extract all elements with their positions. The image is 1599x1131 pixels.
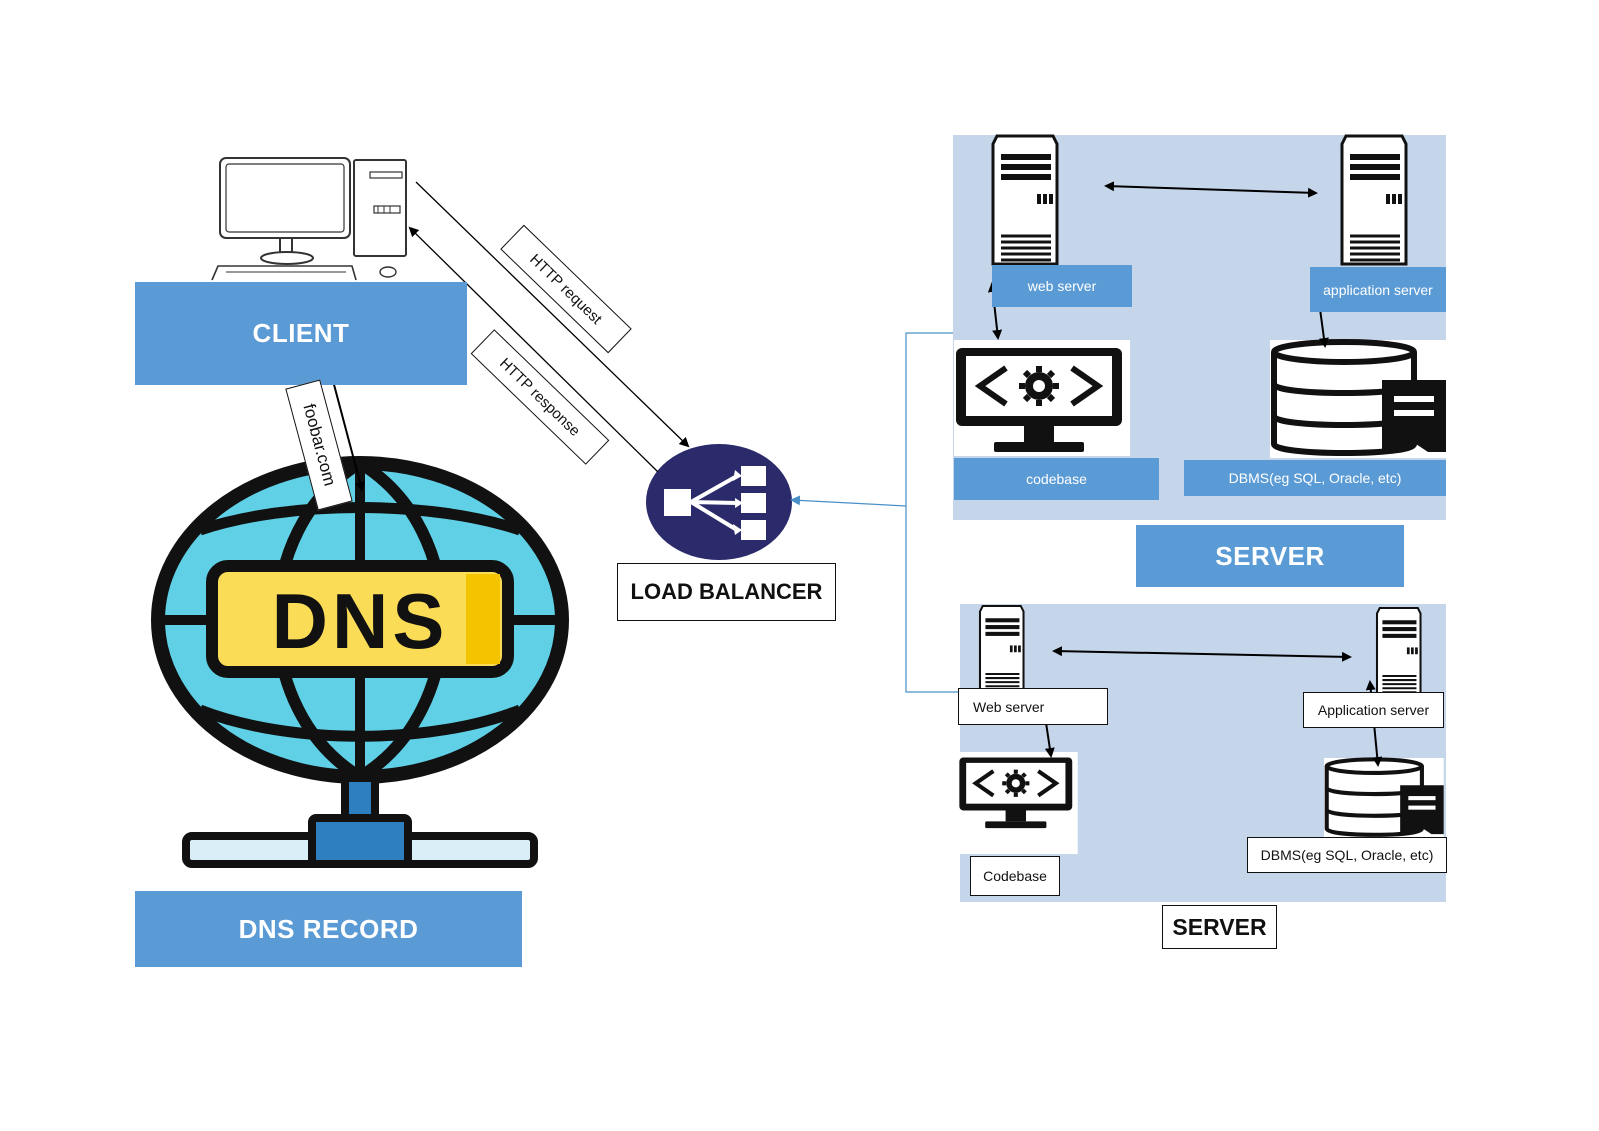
client-label: CLIENT [135,282,467,385]
database-icon [1324,757,1444,839]
server-to-lb-arrow [790,495,907,507]
codebase-label: codebase [954,458,1159,500]
dns-record-label: DNS RECORD [135,891,522,967]
codebase-label: Codebase [970,856,1060,896]
dbms-label: DBMS(eg SQL, Oracle, etc) [1247,837,1447,873]
http-response-arrow [408,226,659,473]
server-label: SERVER [1162,905,1277,949]
server-label: SERVER [1136,525,1404,587]
code-monitor-icon [958,752,1078,854]
code-monitor-icon [954,340,1130,456]
web-server-label: Web server [958,688,1108,725]
server-tower-icon [1375,606,1422,697]
globe-icon: DNS [151,456,569,868]
computer-icon [211,157,407,281]
server-tower-icon [1340,134,1408,266]
web-server-label: web server [992,265,1132,307]
load-balancer-label: LOAD BALANCER [617,563,836,621]
http-request-arrow [415,181,690,448]
web-app-arrow [1052,646,1352,662]
server-tower-icon [978,604,1025,695]
application-server-label: Application server [1303,692,1444,728]
application-server-label: application server [1310,267,1446,312]
web-app-arrow [1104,181,1318,198]
server-tower-icon [991,134,1059,266]
load-balancer-icon [646,444,792,560]
database-icon [1270,339,1446,458]
dns-badge-text: DNS [272,577,449,665]
dbms-label: DBMS(eg SQL, Oracle, etc) [1184,460,1446,496]
server-connector-line [905,332,960,693]
